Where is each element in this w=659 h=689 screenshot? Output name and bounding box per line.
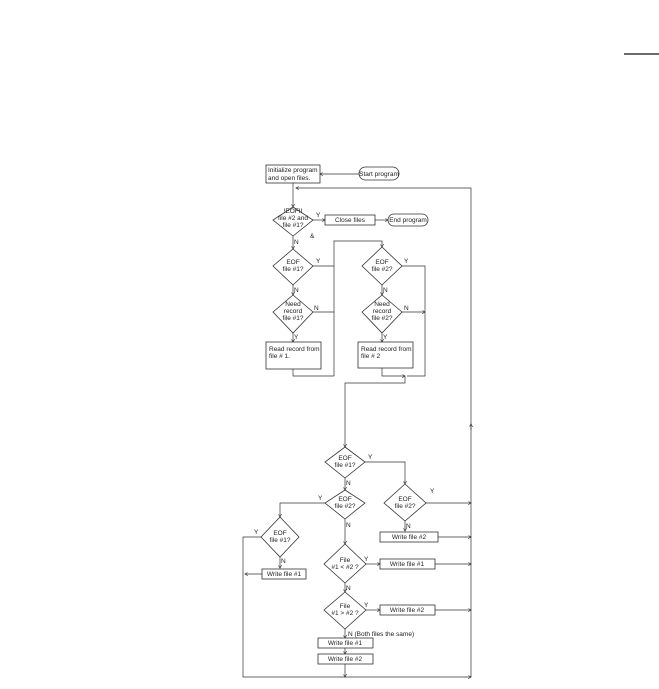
eof2-right-no: N: [406, 523, 411, 530]
eof2-right-line2: file #2?: [395, 503, 416, 510]
write1-less-box: [379, 558, 436, 570]
compare-less-no: N: [346, 585, 351, 592]
eof2-top-yes: Y: [404, 258, 409, 265]
write2-greater-label: Write file #2: [390, 607, 425, 614]
eof2-right-yes: Y: [430, 488, 435, 495]
eof2-right-decision: [383, 483, 427, 522]
arrow-eof1mid-yes: [365, 461, 405, 484]
eof1-mid-yes: Y: [368, 454, 373, 461]
need1-decision: [272, 294, 314, 334]
arrow-read2-out: [381, 368, 405, 376]
need1-no: N: [314, 305, 319, 312]
init-line2: and open files.: [268, 175, 310, 182]
corner-rule: [624, 53, 659, 55]
eof2-right-line1: EOF: [398, 496, 411, 503]
end-terminal: [387, 213, 429, 227]
init-line1: Initialize program: [268, 167, 318, 174]
eof1-top-line2: file #1?: [283, 266, 304, 273]
loop-back-rail: [296, 188, 472, 677]
need1-line2: record: [284, 308, 303, 315]
need2-line2: record: [373, 308, 392, 315]
eof1-left-yes: Y: [254, 529, 259, 536]
close-files-label: Close files: [335, 217, 366, 224]
compare-greater-decision: [323, 591, 367, 630]
arrow-to-eof2top: [333, 240, 382, 376]
arrow-merge-to-eof1mid: [345, 376, 406, 447]
need1-yes: Y: [294, 334, 299, 341]
both-same-label: N (Both files the same): [348, 631, 414, 638]
compare-less-line2: #1 < #2 ?: [331, 564, 359, 571]
read1-line2: file # 1.: [269, 353, 290, 360]
eof2-mid-line2: file #2?: [335, 503, 356, 510]
read1-line1: Read record from: [269, 346, 320, 353]
eof-both-yes: Y: [316, 212, 321, 219]
eof1-left-line2: file #1?: [270, 537, 291, 544]
eof-both-no: N: [294, 239, 299, 246]
start-terminal: [358, 166, 400, 181]
eof1-left-no: N: [281, 558, 286, 565]
connectors: [242, 174, 472, 677]
write1-bottom-box: [317, 637, 374, 649]
eof2-mid-yes: Y: [318, 495, 323, 502]
need2-decision: [361, 294, 403, 334]
need1-line1: Need: [285, 301, 301, 308]
close-files-box: [324, 214, 376, 226]
write2-right-box: [379, 531, 439, 543]
arrow-eof2mid-yes: [280, 502, 325, 517]
end-label: End program: [389, 217, 427, 224]
write1-left-label: Write file #1: [267, 571, 302, 578]
eof1-left-decision: [260, 516, 300, 558]
need2-yes: Y: [383, 334, 388, 341]
line-eof2top-yes: [402, 265, 426, 377]
eof1-top-line1: EOF: [286, 259, 299, 266]
eof1-mid-line2: file #1?: [335, 462, 356, 469]
arrow-eof1left-yes: [242, 536, 471, 677]
need2-line3: file #2?: [372, 315, 393, 322]
eof-both-line2: file #2 and: [278, 215, 308, 222]
eof1-top-decision: [272, 248, 314, 286]
eof1-mid-decision: [324, 446, 366, 479]
eof1-top-yes: Y: [316, 258, 321, 265]
write1-less-label: Write file #1: [390, 561, 425, 568]
compare-greater-yes: Y: [364, 602, 369, 609]
read2-box: [357, 341, 414, 369]
need2-line1: Need: [374, 301, 390, 308]
eof1-mid-line1: EOF: [338, 455, 351, 462]
need2-no: N: [404, 305, 409, 312]
compare-less-line1: File: [340, 557, 351, 564]
compare-less-yes: Y: [364, 556, 369, 563]
write1-left-box: [261, 568, 307, 580]
eof-both-line1: !EOFII: [284, 208, 303, 215]
eof2-top-line2: file #2?: [372, 266, 393, 273]
write2-right-label: Write file #2: [392, 534, 427, 541]
compare-greater-line1: File: [340, 603, 351, 610]
read1-box: [265, 341, 322, 370]
start-label: Start program: [359, 171, 399, 178]
eof2-top-decision: [361, 246, 403, 286]
read2-line1: Read record from: [361, 346, 412, 353]
read2-line2: file # 2: [361, 353, 381, 360]
eof1-mid-no: N: [346, 480, 351, 487]
write2-bottom-box: [317, 653, 374, 665]
compare-less-decision: [323, 543, 367, 584]
eof-both-line3: file #1?: [283, 222, 304, 229]
write2-bottom-label: Write file #2: [328, 656, 363, 663]
init-box: [265, 164, 321, 184]
eof1-left-line1: EOF: [273, 530, 286, 537]
eof2-mid-no: N: [346, 522, 351, 529]
compare-greater-line2: #1 > #2 ?: [331, 610, 359, 617]
eof-both-decision: [272, 206, 314, 237]
line-read1-out: [292, 369, 334, 377]
eof2-top-no: N: [383, 287, 388, 294]
need1-line3: file #1?: [283, 315, 304, 322]
write2-greater-box: [379, 604, 436, 616]
write1-bottom-label: Write file #1: [328, 640, 363, 647]
and-mark: &: [310, 233, 315, 240]
eof2-top-line1: EOF: [375, 259, 388, 266]
eof2-mid-decision: [324, 489, 366, 520]
eof1-top-no: N: [294, 287, 299, 294]
eof2-mid-line1: EOF: [338, 496, 351, 503]
